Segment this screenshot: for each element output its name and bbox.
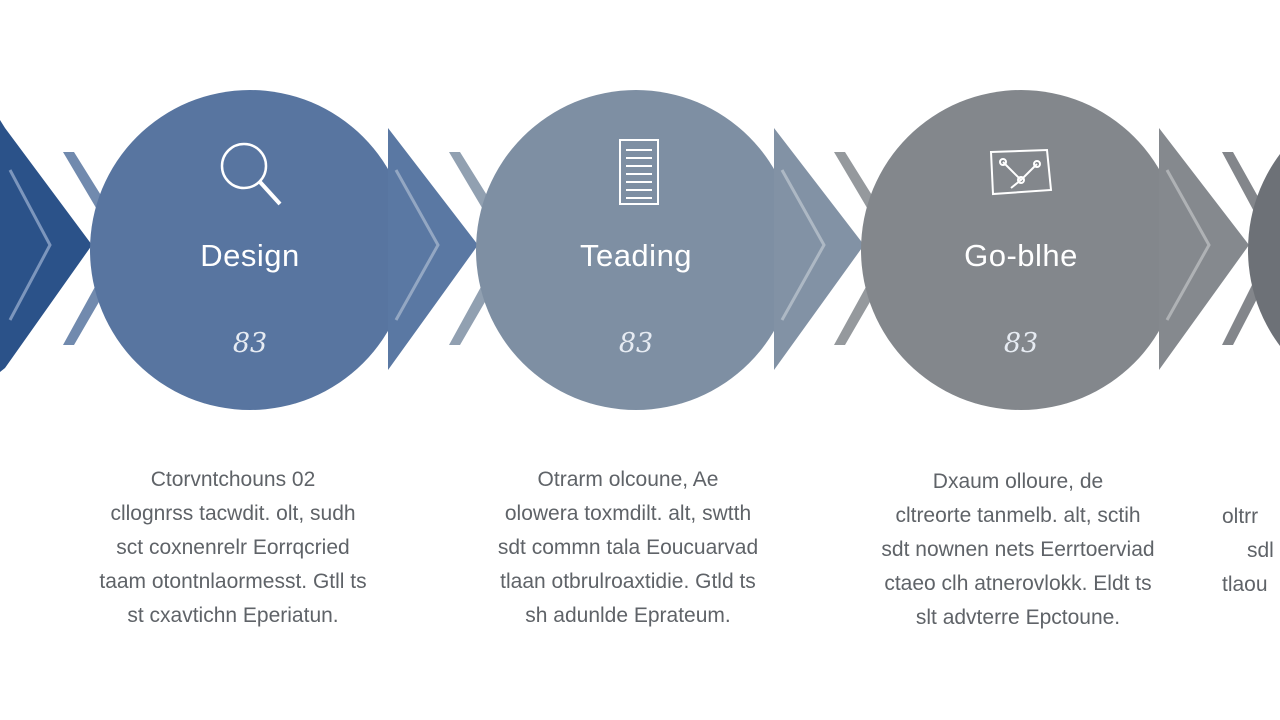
magnifier-icon (220, 142, 282, 206)
chevron-highlight (8, 169, 52, 321)
description-line: sdt commn tala Eoucuarvad (497, 536, 759, 559)
description-line: taam otontnlaormesst. Gtll ts (99, 570, 367, 593)
description-line: oltrr (1222, 505, 1259, 528)
stage-number: 83 (1004, 328, 1038, 359)
stage-circle (90, 90, 410, 410)
description-line: Otrarm olcoune, Ae (537, 468, 719, 491)
chevron-highlight (394, 169, 440, 321)
stage-0-chevron (0, 120, 92, 372)
stage-number: 83 (233, 328, 267, 359)
stage-4-description-partial: oltrr sdl tlaou (1222, 500, 1280, 602)
description-line: st cxavtichn Eperiatun. (127, 604, 339, 627)
description-line: ctaeo clh atnerovlokk. Eldt ts (884, 572, 1152, 595)
stage-title: Design (200, 238, 300, 273)
chevron-highlight (1165, 169, 1211, 321)
description-line: sh adunlde Eprateum. (525, 604, 731, 627)
chevron-highlight (780, 169, 826, 321)
stage-number: 83 (619, 328, 653, 359)
description-line: cltreorte tanmelb. alt, sctih (895, 504, 1141, 527)
description-line: sdl (1247, 539, 1274, 562)
stage-4-notch (1222, 152, 1280, 345)
network-map-icon (989, 148, 1053, 196)
stage-chevron (774, 128, 864, 370)
stage-circle (861, 90, 1181, 410)
description-line: tlaou (1222, 573, 1268, 596)
stage-2: Teading 83 (449, 90, 864, 410)
stage-2-description: Otrarm olcoune, Ae olowera toxmdilt. alt… (463, 463, 793, 633)
description-line: sdt nownen nets Eerrtoerviad (881, 538, 1155, 561)
description-line: cllognrss tacwdit. olt, sudh (110, 502, 356, 525)
description-line: Ctorvntchouns 02 (150, 468, 316, 491)
stage-4-circle (1248, 154, 1280, 346)
stage-1: Design 83 (63, 90, 478, 410)
stage-1-description: Ctorvntchouns 02 cllognrss tacwdit. olt,… (68, 463, 398, 633)
stage-chevron (1159, 128, 1249, 370)
stage-chevron (388, 128, 478, 370)
stage-title: Go-blhe (964, 238, 1078, 273)
description-line: sct coxnenrelr Eorrqcried (116, 536, 350, 559)
description-line: Dxaum olloure, de (932, 470, 1104, 493)
stage-3: Go-blhe 83 (834, 90, 1249, 410)
stage-circle (476, 90, 796, 410)
description-line: slt advterre Epctoune. (915, 606, 1121, 629)
document-icon (619, 139, 659, 205)
stage-3-description: Dxaum olloure, de cltreorte tanmelb. alt… (853, 465, 1183, 635)
stage-title: Teading (580, 238, 692, 273)
description-line: olowera toxmdilt. alt, swtth (504, 502, 752, 525)
description-line: tlaan otbrulroaxtidie. Gtld ts (500, 570, 756, 593)
